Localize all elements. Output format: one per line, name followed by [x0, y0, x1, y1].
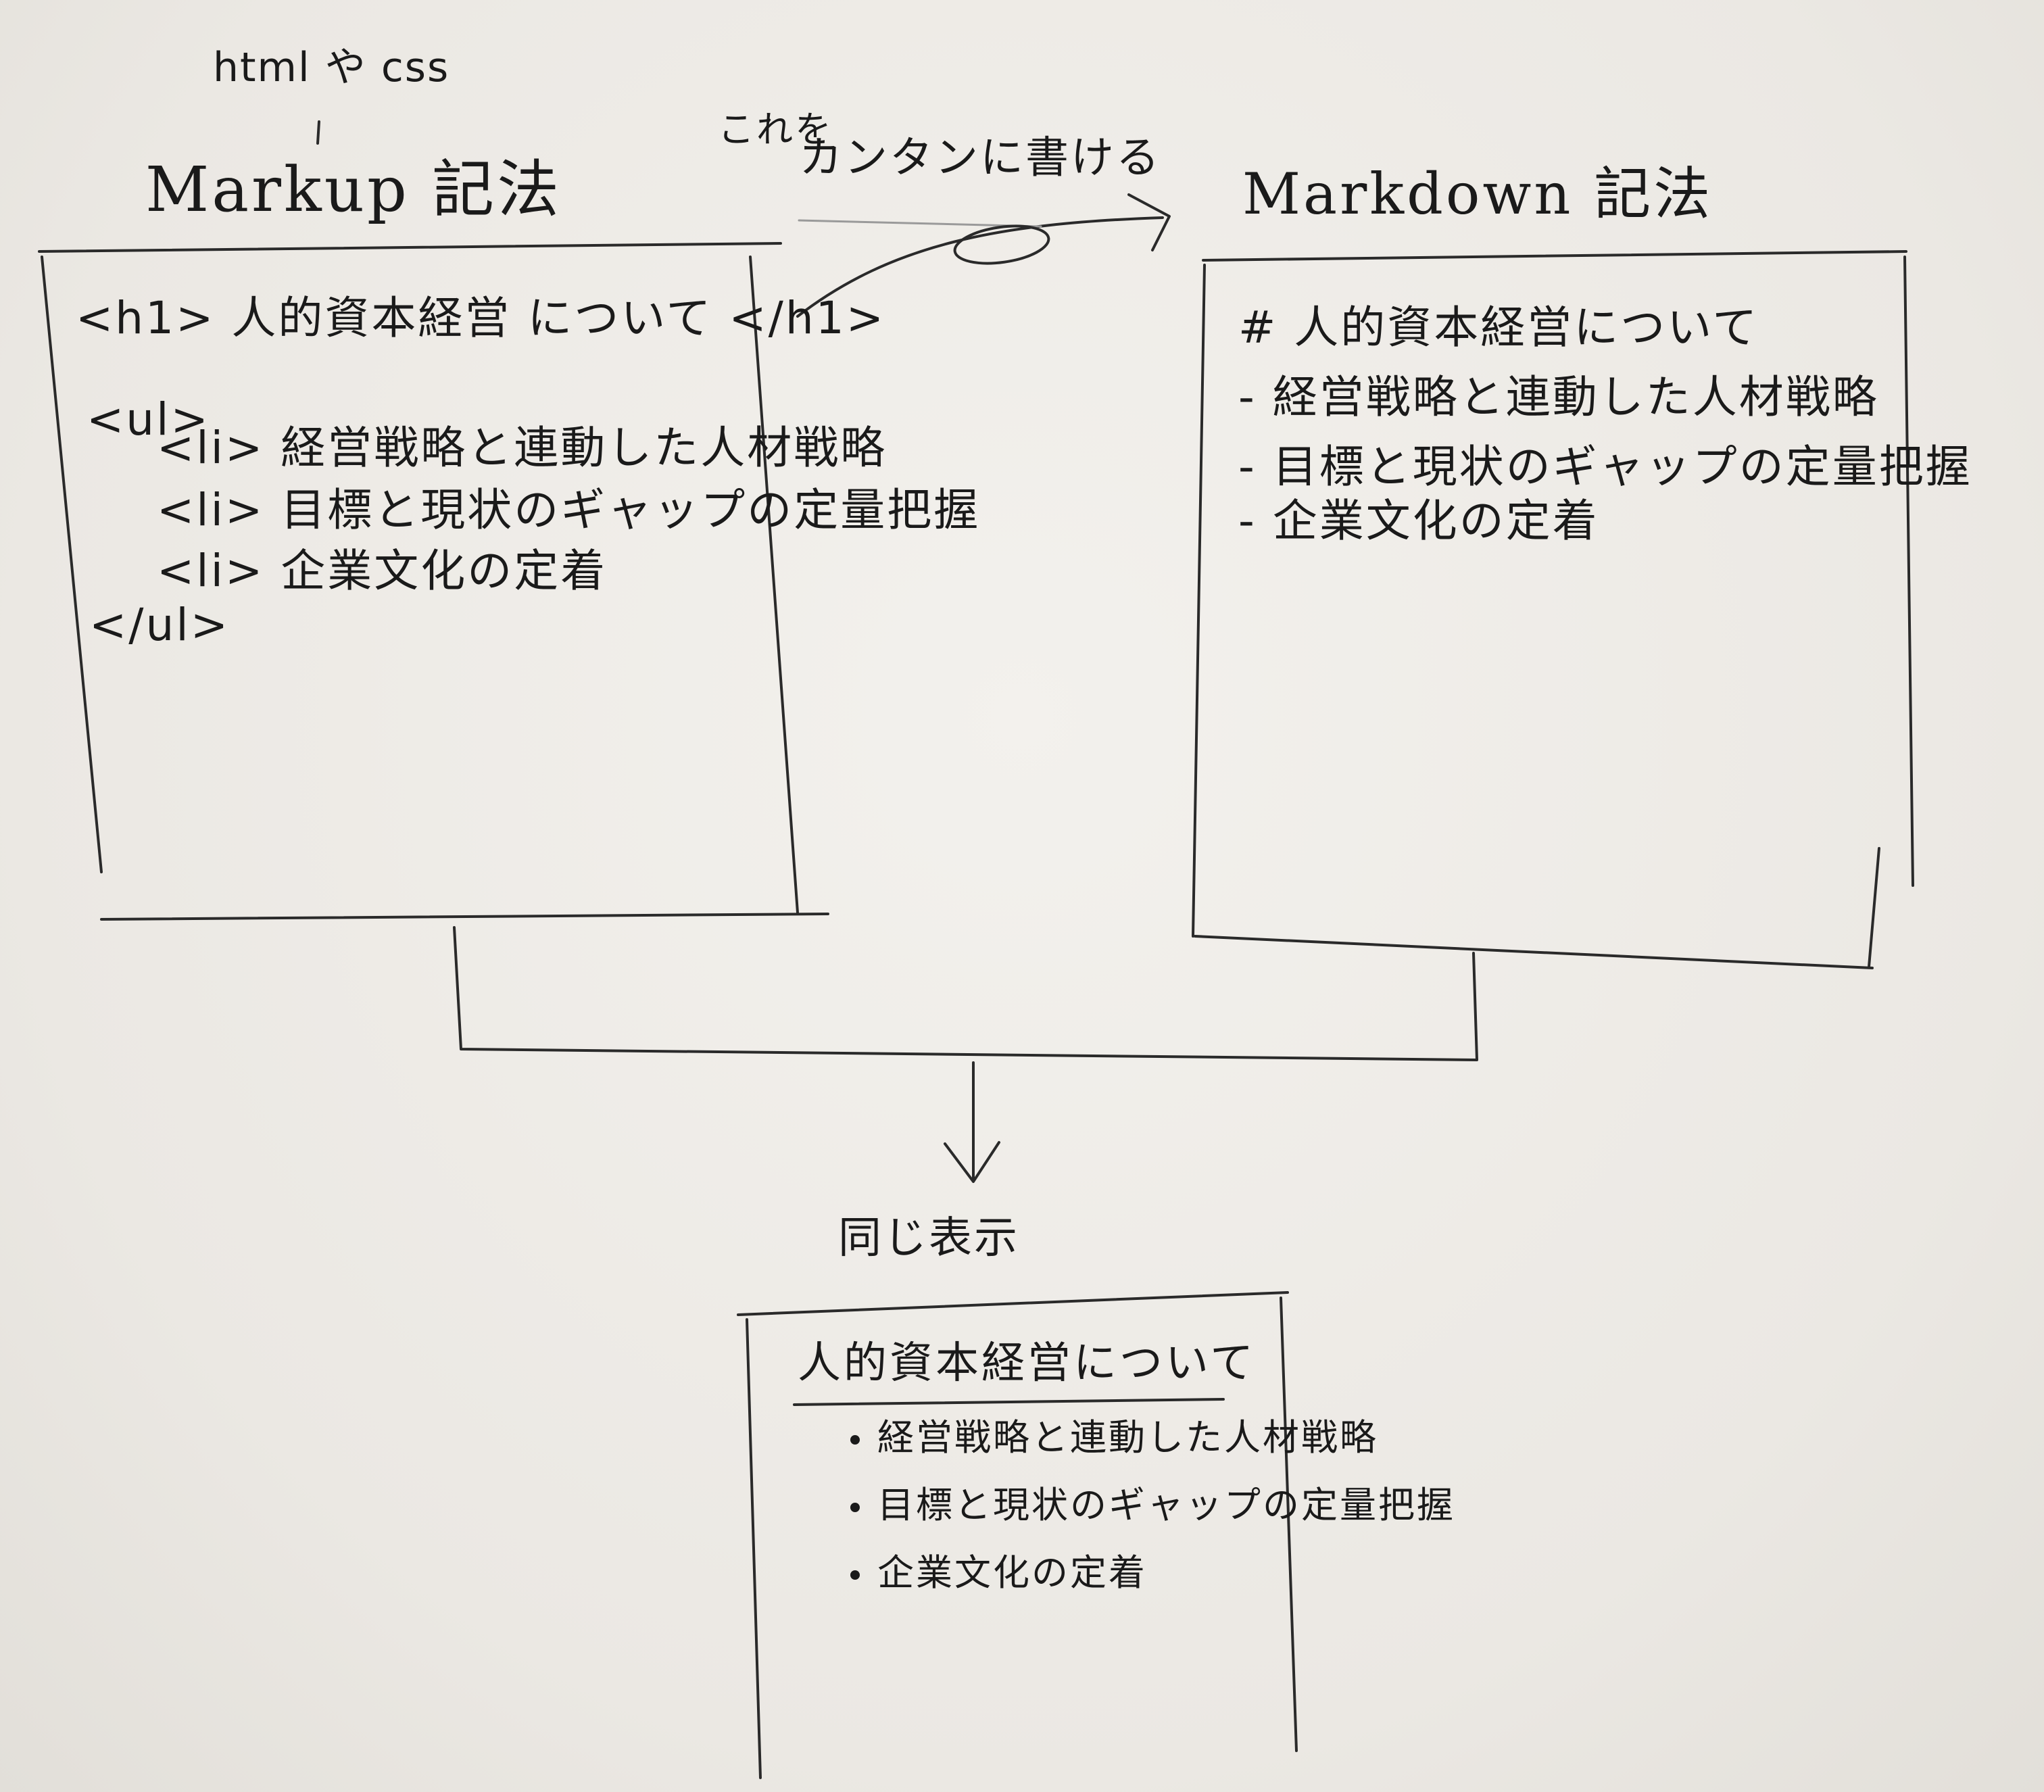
middle-note-line2: カンタンに書ける [799, 133, 1161, 183]
result-title-underline [793, 1398, 1225, 1406]
result-item-text: 経営戦略と連動した人材戦略 [877, 1416, 1378, 1459]
result-list-item: 経営戦略と連動した人材戦略 [850, 1420, 1378, 1456]
right-md-line: # 人的資本経営について [1238, 301, 1759, 354]
right-box-outline [1192, 250, 1914, 969]
left-code-line: <ul> [87, 393, 210, 445]
result-item-text: 目標と現状のギャップの定量把握 [877, 1484, 1455, 1526]
right-title: Markdown 記法 [1242, 161, 1713, 227]
bullet-icon [850, 1503, 860, 1513]
faint-arrow [798, 219, 1042, 228]
right-md-line: - 企業文化の定着 [1238, 495, 1599, 547]
bullet-icon [850, 1435, 860, 1445]
result-list-item: 企業文化の定着 [850, 1555, 1147, 1591]
note-arrow [316, 120, 320, 145]
result-item-text: 企業文化の定着 [877, 1551, 1147, 1594]
left-code-line: <li> 目標と現状のギャップの定量把握 [157, 484, 981, 536]
curved-arrow [796, 193, 1171, 318]
middle-note-line1: これを [718, 108, 833, 151]
down-arrow [944, 1061, 1000, 1183]
bullet-icon [850, 1570, 860, 1580]
left-code-line: <li> 企業文化の定着 [157, 545, 608, 597]
result-caption: 同じ表示 [838, 1213, 1019, 1263]
left-title: Markup 記法 [145, 153, 562, 226]
left-code-line: <li> 経営戦略と連動した人材戦略 [157, 422, 887, 474]
result-title: 人的資本経営について [798, 1338, 1257, 1388]
html-css-note: html や css [213, 44, 450, 91]
right-md-line: - 経営戦略と連動した人材戦略 [1238, 371, 1879, 423]
left-code-line: </ul> [89, 599, 230, 651]
merge-bracket [453, 926, 1478, 1061]
result-box-outline [737, 1291, 1298, 1779]
left-code-line: <h1> 人的資本経営 について </h1> [76, 292, 886, 344]
right-md-line: - 目標と現状のギャップの定量把握 [1238, 441, 1972, 493]
result-list-item: 目標と現状のギャップの定量把握 [850, 1487, 1455, 1524]
oval-mark [953, 224, 1050, 265]
left-box-outline [38, 242, 829, 921]
